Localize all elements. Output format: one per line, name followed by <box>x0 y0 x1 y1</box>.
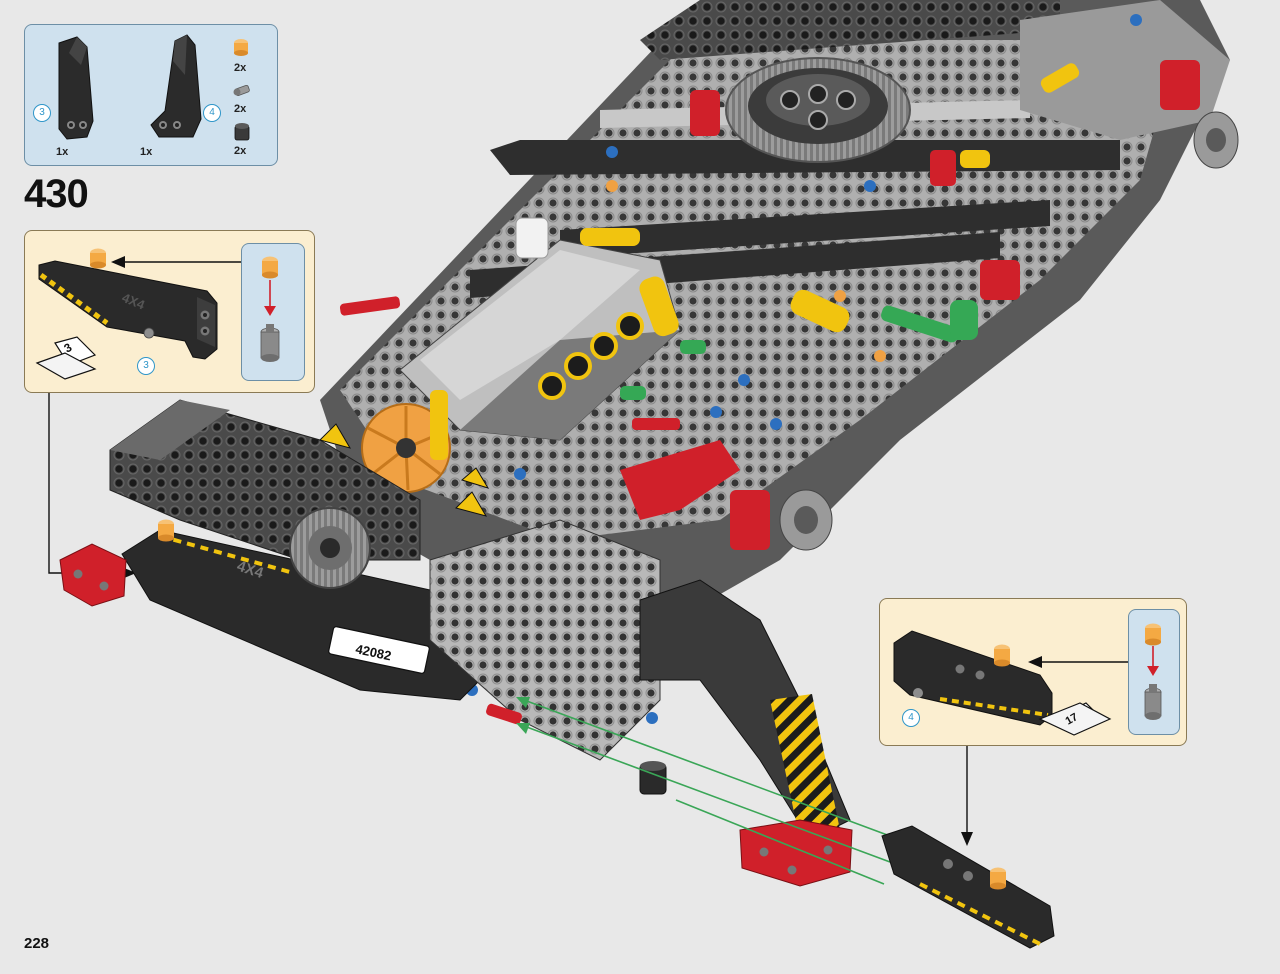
orange-pin-piece <box>994 644 1010 667</box>
black-panel-right-piece <box>150 34 202 138</box>
subassembly-callout-left: 4X4 3 3 <box>24 230 315 393</box>
grey-axle-pin-piece <box>233 84 250 96</box>
part-quantity: 1x <box>140 146 153 158</box>
parts-list-drawing <box>58 34 250 141</box>
radiator-wheel <box>289 507 371 589</box>
warning-stickers <box>319 423 490 517</box>
black-panel-assembly: 4X4 <box>38 260 218 360</box>
red-insertion-arrow <box>1147 646 1159 676</box>
orange-pin-piece <box>262 256 278 279</box>
assembly-arrows <box>523 699 891 885</box>
black-panel-assembly <box>893 630 1053 726</box>
sub-step-drawing <box>260 256 280 362</box>
grey-axle-pin-piece <box>1144 684 1162 720</box>
assembly-arrowheads <box>516 697 530 734</box>
white-axle-connector <box>515 217 549 259</box>
part-quantity: 1x <box>56 146 69 158</box>
callout-number-4: 4 <box>902 709 920 727</box>
callout-number-3: 3 <box>137 357 155 375</box>
yellow-parts <box>430 63 1080 460</box>
leader-line-right <box>961 746 973 846</box>
wheel-hub <box>779 111 1239 551</box>
part-quantity: 2x <box>234 62 247 74</box>
orange-pin-piece <box>990 867 1006 890</box>
callout-number-4: 4 <box>203 104 221 122</box>
black-panel-left-piece <box>58 36 94 140</box>
subassembly-callout-right: 17 4 <box>879 598 1187 746</box>
parts-list-panel: 3 4 1x 1x 2x 2x 2x <box>24 24 278 166</box>
grey-axle-pin-piece <box>260 324 280 362</box>
red-insertion-arrow <box>264 280 276 316</box>
sub-step-drawing <box>1144 623 1162 720</box>
dark-bush-piece <box>234 123 250 141</box>
direction-arrow <box>111 256 241 268</box>
engine-block <box>399 217 681 441</box>
step-number: 430 <box>24 172 89 216</box>
direction-arrow <box>1028 656 1130 668</box>
part-quantity: 2x <box>234 145 247 157</box>
orange-pin-piece <box>90 248 106 269</box>
sub-step-panel <box>241 243 305 381</box>
turntable-gear <box>725 57 911 163</box>
callout-number-3: 3 <box>33 104 51 122</box>
orange-pin-piece <box>1145 623 1161 646</box>
sticker-element: 17 <box>1038 702 1112 736</box>
part-quantity: 2x <box>234 103 247 115</box>
red-axle-pin <box>486 703 522 725</box>
subassembly-right-drawing: 17 <box>893 630 1130 736</box>
lower-frame <box>429 519 853 887</box>
plate-print: 42082 <box>354 641 392 663</box>
right-bumper-piece <box>881 825 1055 949</box>
sticker-label: 17 <box>1064 711 1081 728</box>
orange-fan <box>361 403 451 493</box>
engine-cylinders <box>538 312 644 400</box>
sticker-element: 3 <box>35 336 97 380</box>
license-plate: 42082 <box>328 626 430 674</box>
orange-pin-piece <box>158 519 174 542</box>
sub-step-panel <box>1128 609 1180 735</box>
red-parts <box>339 60 1200 550</box>
page-number: 228 <box>24 935 50 952</box>
orange-pin-piece <box>234 39 248 56</box>
subassembly-left-drawing: 4X4 3 <box>35 248 241 380</box>
